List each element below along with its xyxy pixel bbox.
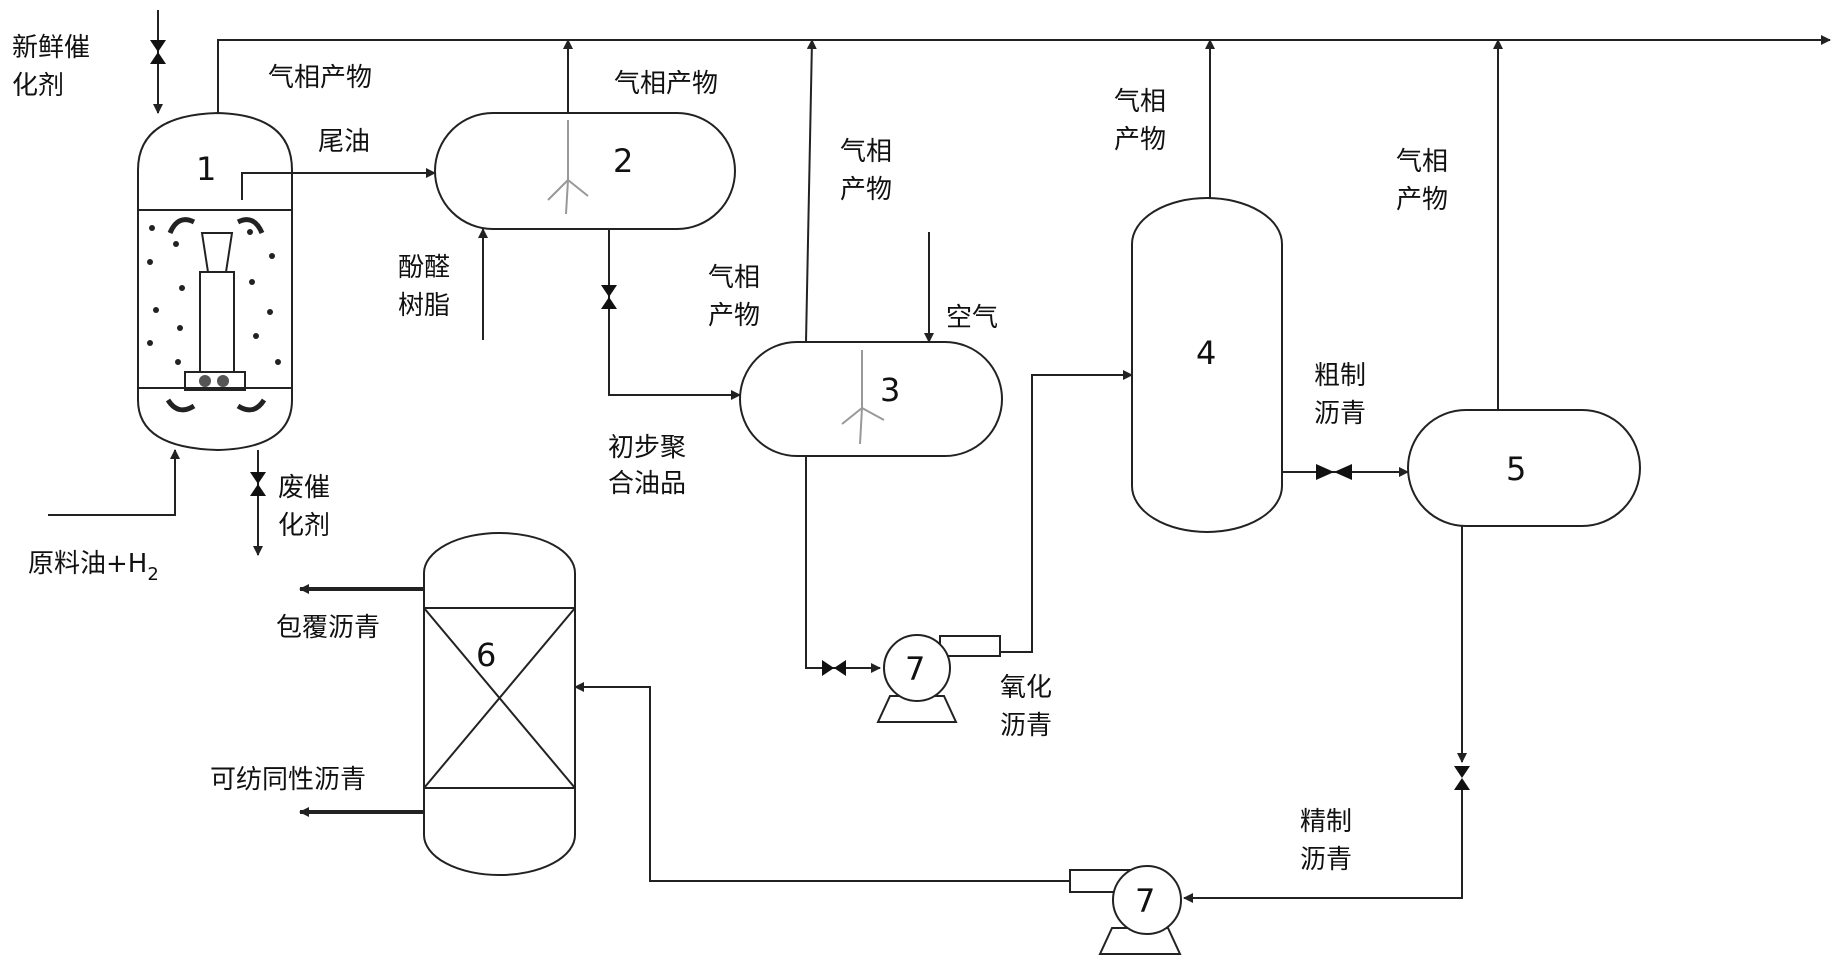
gas-product-label-2: 气相产物 xyxy=(614,69,718,99)
vessel-2: 2 xyxy=(434,39,736,230)
air-label: 空气 xyxy=(946,303,998,333)
catalyst-particles xyxy=(147,225,281,365)
feed-oil-label: 原料油+H2 xyxy=(28,549,159,585)
gas-product-3b-label-1: 气相 xyxy=(708,263,760,293)
phenolic-resin-feed: 酚醛 树脂 xyxy=(398,228,488,340)
gas-product-5-label-1: 气相 xyxy=(1396,147,1448,177)
prelim-oil-label-2: 合油品 xyxy=(608,469,686,499)
circulation-arrows xyxy=(165,217,267,413)
vessel-6-number: 6 xyxy=(476,636,496,674)
spent-catalyst-outlet: 废催 化剂 xyxy=(250,450,330,556)
spent-catalyst-label-2: 化剂 xyxy=(278,511,330,541)
gas-product-4-label-2: 产物 xyxy=(1114,125,1166,155)
gas-product-3a-label-2: 产物 xyxy=(840,175,892,205)
refined-pitch-label-2: 沥青 xyxy=(1300,845,1352,875)
phenolic-resin-label-1: 酚醛 xyxy=(398,253,450,283)
coated-pitch-label: 包覆沥青 xyxy=(276,613,380,643)
oxidized-pitch-label-1: 氧化 xyxy=(1000,673,1052,703)
feed-oil-inlet: 原料油+H2 xyxy=(28,449,180,585)
vessel-2-number: 2 xyxy=(613,142,633,180)
refined-pitch-line: 精制 沥青 xyxy=(1183,526,1470,903)
vessel-3-number: 3 xyxy=(880,371,900,409)
pump-7b-number: 7 xyxy=(1135,882,1155,920)
oxidized-pitch-label-2: 沥青 xyxy=(1000,711,1052,741)
pump-7a-number: 7 xyxy=(905,650,925,688)
reactor-1-number: 1 xyxy=(196,150,216,188)
prelim-oil-line: 初步聚 合油品 xyxy=(601,229,741,499)
phenolic-resin-label-2: 树脂 xyxy=(398,291,450,321)
vessel-3-distributor xyxy=(841,350,885,445)
spinnable-pitch-label: 可纺同性沥青 xyxy=(210,765,366,795)
oxidized-pitch-line: 氧化 沥青 xyxy=(805,370,1133,741)
refined-pitch-label-1: 精制 xyxy=(1300,807,1352,837)
gas-product-3a-label-1: 气相 xyxy=(840,137,892,167)
vessel-5: 5 xyxy=(1407,39,1641,527)
fresh-catalyst-label-2: 化剂 xyxy=(12,71,64,101)
fresh-catalyst-label-1: 新鲜催 xyxy=(12,33,90,63)
to-vessel-6-line xyxy=(574,682,1070,882)
column-4: 4 xyxy=(1131,39,1283,533)
vessel-2-distributor xyxy=(547,120,589,215)
gas-header-line xyxy=(217,35,1831,115)
gas-product-3b-label-2: 产物 xyxy=(708,301,760,331)
tail-oil-line: 尾油 xyxy=(241,127,436,200)
vessel-6: 6 xyxy=(423,532,576,876)
vessel-5-number: 5 xyxy=(1506,450,1526,488)
coated-pitch-outlet: 包覆沥青 xyxy=(276,584,424,643)
spinnable-pitch-outlet: 可纺同性沥青 xyxy=(210,765,424,817)
column-4-number: 4 xyxy=(1196,334,1216,372)
pump-7b: 7 xyxy=(1069,865,1182,955)
crude-pitch-line: 粗制 沥青 xyxy=(1282,361,1409,480)
vessel-3: 3 xyxy=(739,39,1003,457)
fresh-catalyst-feed: 新鲜催 化剂 xyxy=(12,10,166,114)
air-feed: 空气 xyxy=(924,232,998,343)
spent-catalyst-label-1: 废催 xyxy=(278,473,330,503)
reactor-internal-draft-tube xyxy=(184,232,246,391)
crude-pitch-label-2: 沥青 xyxy=(1314,399,1366,429)
gas-product-label-1: 气相产物 xyxy=(268,63,372,93)
prelim-oil-label-1: 初步聚 xyxy=(608,433,686,463)
gas-product-4-label-1: 气相 xyxy=(1114,87,1166,117)
crude-pitch-label-1: 粗制 xyxy=(1314,361,1366,391)
pump-7a: 7 xyxy=(876,634,1001,723)
gas-product-5-label-2: 产物 xyxy=(1396,185,1448,215)
tail-oil-label: 尾油 xyxy=(318,127,370,157)
reactor-1: 1 xyxy=(137,111,293,452)
